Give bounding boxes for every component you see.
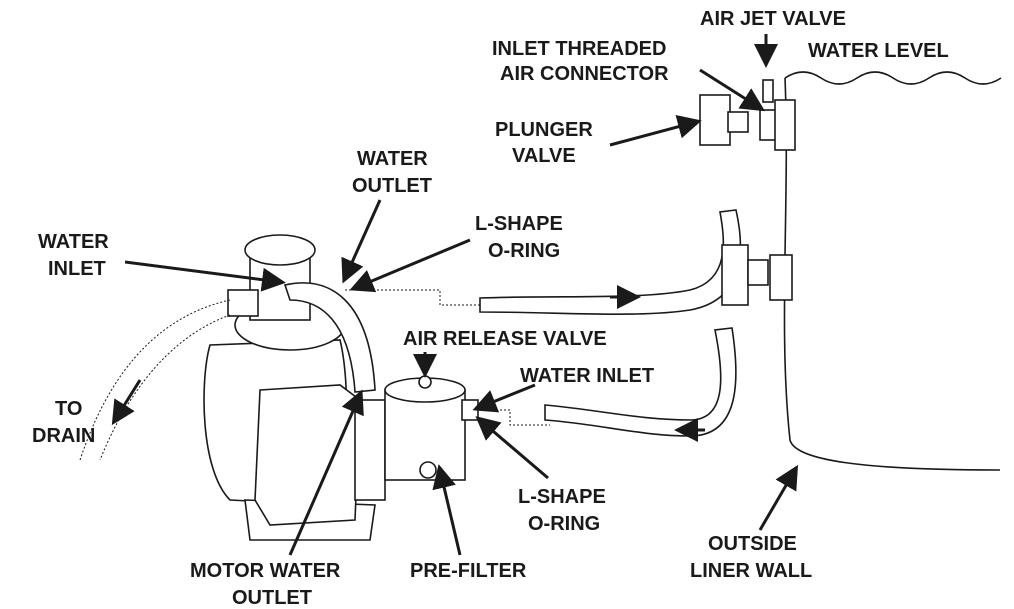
label-lshape-bottom-1: L-SHAPE [518,486,606,508]
label-water-level: WATER LEVEL [808,40,949,62]
label-lshape-top-2: O-RING [488,240,560,262]
drain-hose [79,299,231,461]
label-to-drain-2: DRAIN [32,425,95,447]
inlet-connector [480,409,550,426]
liner-wall [783,77,1001,471]
label-water-outlet-1: WATER [357,148,428,170]
outlet-hose [283,282,376,393]
return-fitting [699,79,796,151]
label-inlet-threaded: INLET THREADED [492,38,666,60]
pump-motor [254,384,386,526]
suction-hose [544,327,737,437]
suction-fitting [721,244,793,306]
label-water-inlet-left-1: WATER [38,231,109,253]
water-level-line [784,71,1002,85]
label-air-release-valve: AIR RELEASE VALVE [403,328,607,350]
label-lshape-bottom-2: O-RING [528,513,600,535]
to-drain-arrow [111,379,142,426]
pre-filter-housing [384,375,479,481]
label-to-drain-1: TO [55,398,82,420]
label-water-outlet-2: OUTLET [352,175,432,197]
label-plunger: PLUNGER [495,119,593,141]
label-outside-liner-1: OUTSIDE [708,533,797,555]
label-air-jet-valve: AIR JET VALVE [700,8,846,30]
label-motor-outlet-1: MOTOR WATER [190,560,341,582]
label-pre-filter: PRE-FILTER [410,560,527,582]
label-motor-outlet-2: OUTLET [232,587,312,609]
outlet-connector [345,289,480,306]
label-water-inlet-left-2: INLET [48,258,106,280]
pointer-arrows [124,34,799,556]
label-air-connector: AIR CONNECTOR [500,63,669,85]
label-outside-liner-2: LINER WALL [690,560,812,582]
label-water-inlet-right: WATER INLET [520,365,654,387]
label-lshape-top-1: L-SHAPE [475,213,563,235]
label-plunger-valve: VALVE [512,145,576,167]
